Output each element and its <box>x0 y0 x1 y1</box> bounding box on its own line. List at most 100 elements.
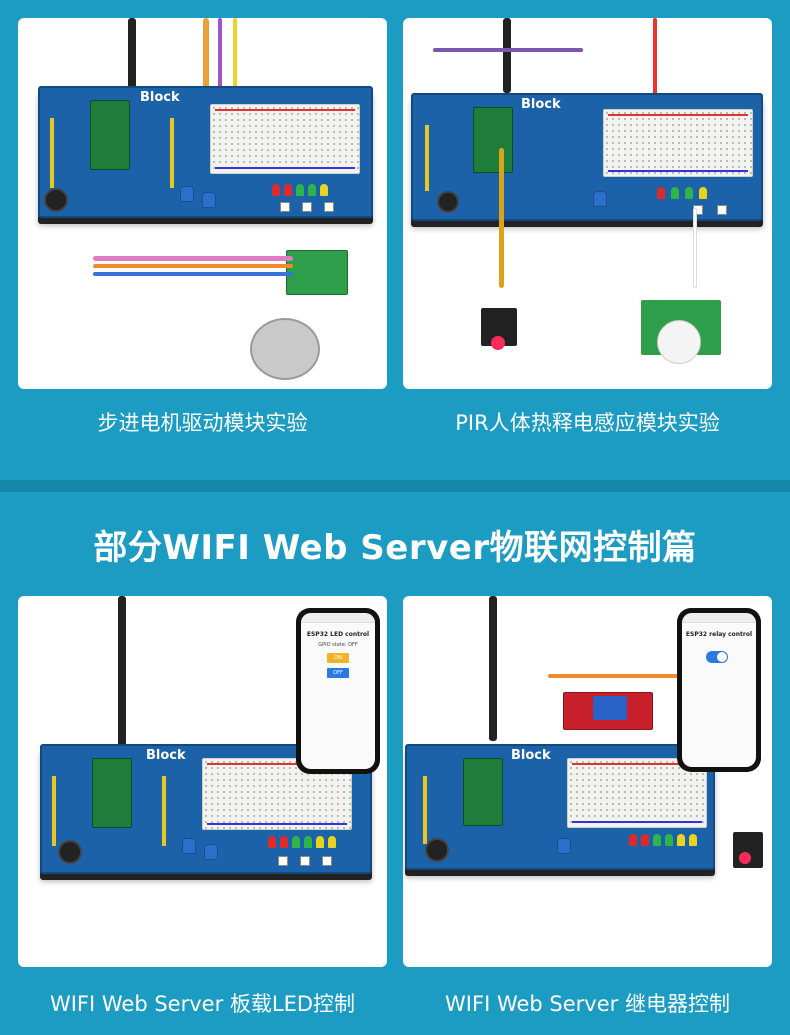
photo-card-led-control: Block <box>18 596 387 967</box>
sensor-wire <box>499 148 504 288</box>
led-red <box>268 836 276 848</box>
led-green <box>671 187 679 199</box>
potentiometer <box>202 192 216 208</box>
photo-card-relay-control: Block <box>403 596 772 967</box>
led-red <box>280 836 288 848</box>
led-yellow <box>699 187 707 199</box>
wire-bundle <box>218 18 222 113</box>
push-button <box>302 202 312 212</box>
wire-bundle <box>233 18 237 113</box>
gpio-state-text: GPIO state: OFF <box>318 642 358 648</box>
relay-block <box>593 696 627 720</box>
caption-relay-control: WIFI Web Server 继电器控制 <box>445 992 730 1016</box>
pin-header <box>423 776 427 844</box>
caption-led-control: WIFI Web Server 板载LED控制 <box>49 992 356 1016</box>
led-yellow <box>316 836 324 848</box>
expansion-board: Block <box>411 93 763 221</box>
buzzer <box>44 188 68 212</box>
esp32-module <box>90 100 130 170</box>
breadboard <box>210 104 360 174</box>
stepper-motor <box>250 318 320 380</box>
caption-pir: PIR人体热释电感应模块实验 <box>455 411 720 435</box>
wire-bundle <box>653 18 657 108</box>
led-yellow <box>677 834 685 846</box>
usb-cable <box>118 596 126 746</box>
section-divider <box>0 480 790 492</box>
usb-cable <box>489 596 497 741</box>
buzzer <box>425 838 449 862</box>
uln2003-driver-board <box>286 250 348 295</box>
push-button <box>717 205 727 215</box>
led-green <box>685 187 693 199</box>
pin-header <box>425 125 429 191</box>
potentiometer <box>557 838 571 854</box>
push-button <box>278 856 288 866</box>
caption-stepper: 步进电机驱动模块实验 <box>97 411 308 435</box>
push-button <box>324 202 334 212</box>
led-off-button[interactable]: OFF <box>327 668 349 678</box>
led-red <box>657 187 665 199</box>
expansion-board: Block <box>40 744 372 874</box>
led-yellow <box>689 834 697 846</box>
photo-pir-experiment: Block <box>403 18 772 389</box>
usb-cable <box>503 18 511 93</box>
wire-bundle <box>203 18 209 113</box>
pir-lens <box>657 320 701 364</box>
buzzer <box>437 191 459 213</box>
led-green <box>308 184 316 196</box>
relay-control-title: ESP32 relay control <box>685 631 753 638</box>
potentiometer <box>204 844 218 860</box>
led-red <box>641 834 649 846</box>
led-red <box>284 184 292 196</box>
phone-screen: ESP32 relay control <box>682 613 756 767</box>
breadboard <box>603 109 753 177</box>
photo-led-control-experiment: Block <box>18 596 387 967</box>
expansion-board: Block <box>38 86 373 218</box>
smartphone: ESP32 relay control <box>677 608 761 772</box>
buzzer <box>58 840 82 864</box>
motor-wire <box>93 256 293 261</box>
led-yellow <box>328 836 336 848</box>
photo-card-stepper: Block <box>18 18 387 389</box>
led-green <box>653 834 661 846</box>
pin-header <box>170 118 174 188</box>
wire-bundle <box>548 674 678 678</box>
push-button <box>300 856 310 866</box>
led-red <box>629 834 637 846</box>
usb-cable <box>128 18 136 108</box>
push-button <box>322 856 332 866</box>
push-button <box>280 202 290 212</box>
led-module-glow <box>491 336 505 350</box>
motor-wire <box>93 272 293 276</box>
pin-header <box>162 776 166 846</box>
esp32-module <box>92 758 132 828</box>
photo-relay-control-experiment: Block <box>403 596 772 967</box>
led-green <box>304 836 312 848</box>
phone-screen: ESP32 LED control GPIO state: OFF ON OFF <box>301 613 375 769</box>
led-green <box>665 834 673 846</box>
photo-stepper-experiment: Block <box>18 18 387 389</box>
smartphone: ESP32 LED control GPIO state: OFF ON OFF <box>296 608 380 774</box>
browser-bar <box>301 613 375 623</box>
board-brand-label: Block <box>146 748 186 763</box>
expansion-board: Block <box>405 744 715 870</box>
esp32-module <box>473 107 513 173</box>
potentiometer <box>182 838 196 854</box>
section-title: 部分WIFI Web Server物联网控制篇 <box>93 528 697 568</box>
board-brand-label: Block <box>521 97 561 112</box>
pin-header <box>50 118 54 188</box>
relay-toggle-switch[interactable] <box>706 651 728 663</box>
led-yellow <box>320 184 328 196</box>
led-green <box>296 184 304 196</box>
browser-bar <box>682 613 756 623</box>
motor-wire <box>93 264 293 268</box>
pin-header <box>52 776 56 846</box>
led-on-button[interactable]: ON <box>327 653 349 663</box>
potentiometer <box>180 186 194 202</box>
board-brand-label: Block <box>140 90 180 105</box>
led-red <box>272 184 280 196</box>
breadboard <box>202 758 352 830</box>
led-green <box>292 836 300 848</box>
led-module-glow <box>739 852 751 864</box>
photo-card-pir: Block <box>403 18 772 389</box>
